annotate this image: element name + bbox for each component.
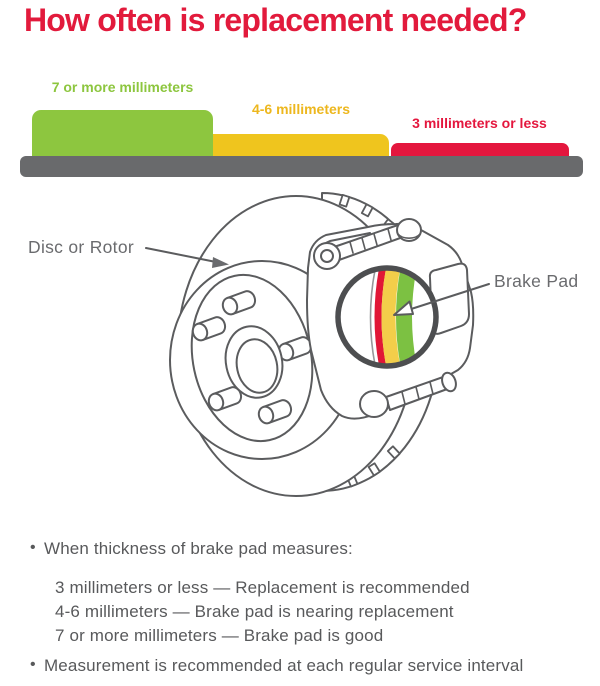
note-thickness-details: 3 millimeters or less — Replacement is r… bbox=[55, 576, 470, 648]
note-detail-good: 7 or more millimeters — Brake pad is goo… bbox=[55, 626, 384, 645]
bullet-icon: • bbox=[30, 656, 36, 673]
hub-bore-inner bbox=[235, 338, 279, 394]
pad-stripe-yellow bbox=[381, 270, 401, 364]
note-detail-replace: 3 millimeters or less — Replacement is r… bbox=[55, 578, 470, 597]
brake-pad-label: Brake Pad bbox=[494, 271, 579, 291]
gauge-label-nearing: 4-6 millimeters bbox=[251, 101, 351, 117]
caliper-window bbox=[428, 262, 470, 335]
note-measurement-text: Measurement is recommended at each regul… bbox=[44, 656, 524, 675]
pad-stripe-green bbox=[396, 270, 417, 364]
highlight-ring bbox=[335, 265, 439, 369]
gauge-block-nearing bbox=[213, 134, 389, 156]
gauge-block-good bbox=[32, 110, 213, 156]
pad-label-arrow bbox=[393, 283, 490, 316]
note-measurement: • Measurement is recommended at each reg… bbox=[30, 656, 524, 676]
brake-pad-highlight bbox=[335, 265, 439, 369]
pad-stripe-red bbox=[374, 270, 387, 364]
gauge-block-replace bbox=[391, 143, 569, 156]
gauge-base-bar bbox=[20, 156, 583, 177]
note-thickness: • When thickness of brake pad measures: bbox=[30, 539, 353, 559]
disc-label-arrow bbox=[145, 247, 229, 268]
upper-guide-pin bbox=[313, 218, 422, 270]
note-thickness-text: When thickness of brake pad measures: bbox=[44, 539, 353, 558]
gauge-label-good: 7 or more millimeters bbox=[51, 79, 194, 95]
pad-backing-line bbox=[369, 270, 376, 364]
gauge-label-replace: 3 millimeters or less bbox=[412, 115, 547, 131]
disc-or-rotor-label: Disc or Rotor bbox=[28, 237, 135, 257]
hub-bore bbox=[224, 325, 284, 399]
note-detail-nearing: 4-6 millimeters — Brake pad is nearing r… bbox=[55, 602, 454, 621]
brake-assembly-drawing bbox=[145, 192, 490, 497]
lower-guide-pin bbox=[359, 371, 457, 418]
page-title: How often is replacement needed? bbox=[24, 2, 527, 38]
bullet-icon: • bbox=[30, 539, 36, 556]
